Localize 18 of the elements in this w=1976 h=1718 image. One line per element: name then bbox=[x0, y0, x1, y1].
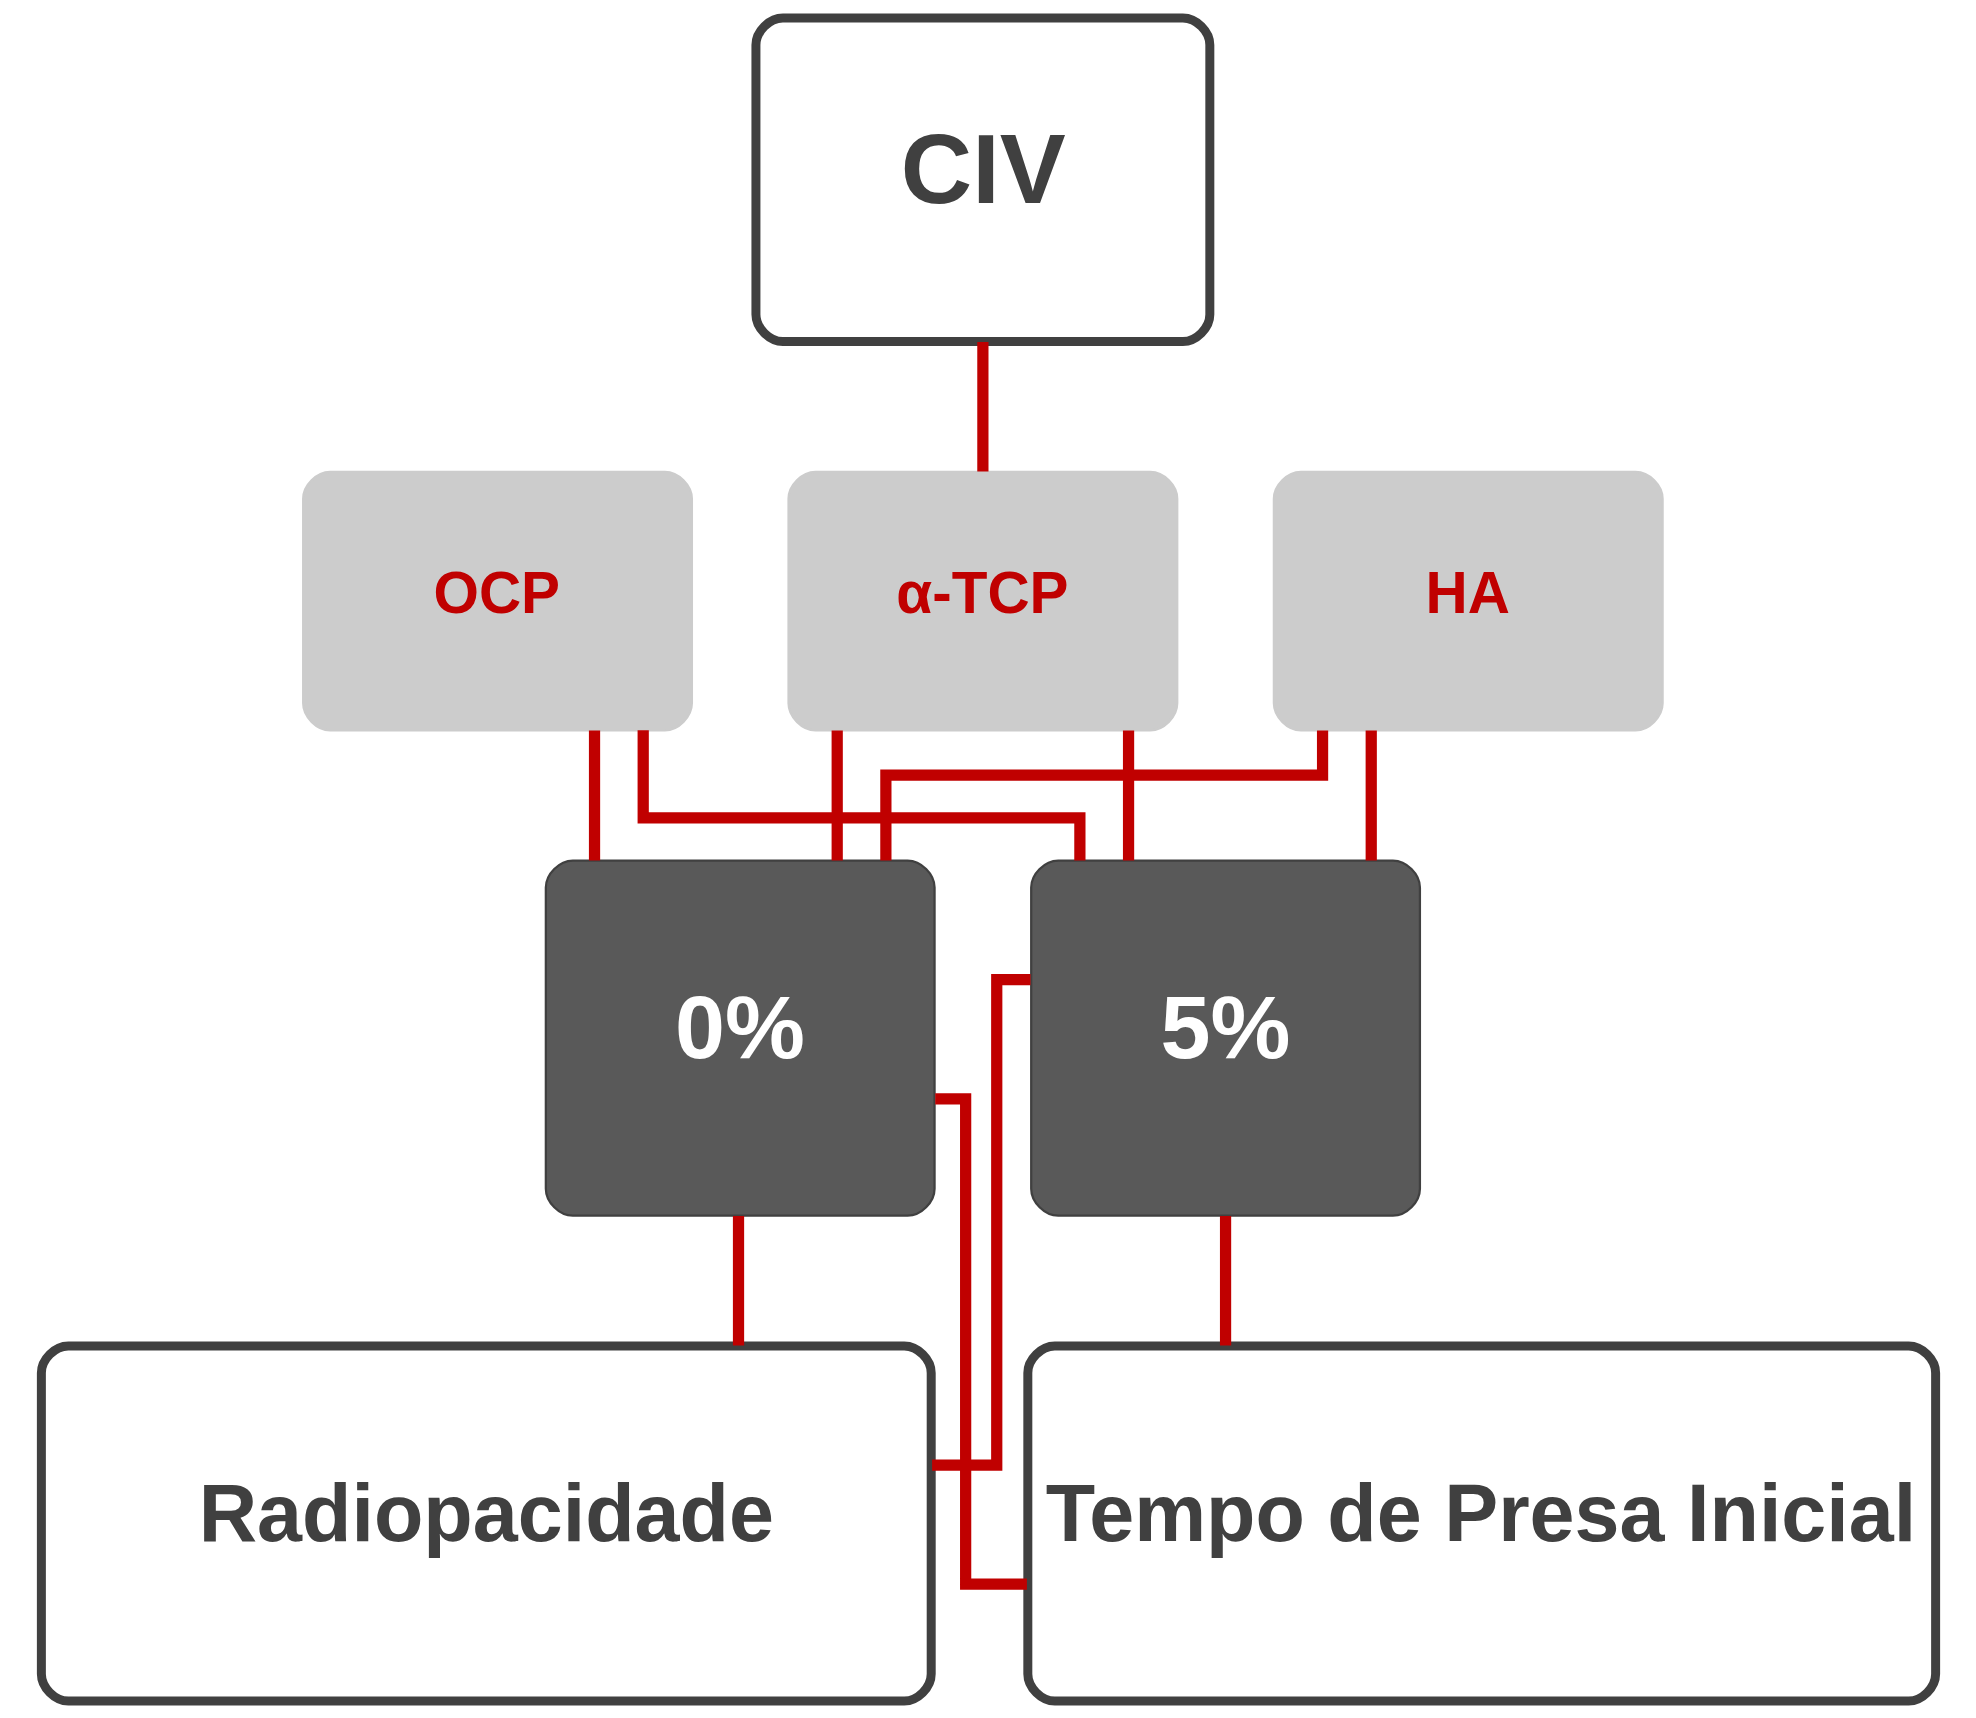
connector bbox=[1219, 1215, 1231, 1346]
connector bbox=[934, 1092, 1027, 1590]
node-box: 0% bbox=[544, 859, 936, 1217]
node-box: Radiopacidade bbox=[36, 1341, 936, 1705]
node-box: α-TCP bbox=[786, 470, 1178, 731]
connector bbox=[976, 341, 988, 472]
connector bbox=[1122, 729, 1134, 861]
connector bbox=[637, 729, 1085, 860]
node-box: 5% bbox=[1029, 859, 1421, 1217]
connector bbox=[831, 729, 843, 861]
node-box: OCP bbox=[301, 470, 693, 731]
connector bbox=[732, 1215, 744, 1346]
connector bbox=[1365, 729, 1377, 861]
connector bbox=[931, 973, 1030, 1471]
node-box: CIV bbox=[750, 13, 1214, 346]
node-box: HA bbox=[1272, 470, 1664, 731]
connector bbox=[588, 729, 600, 861]
node-box: Tempo de Presa Inicial bbox=[1022, 1341, 1940, 1705]
